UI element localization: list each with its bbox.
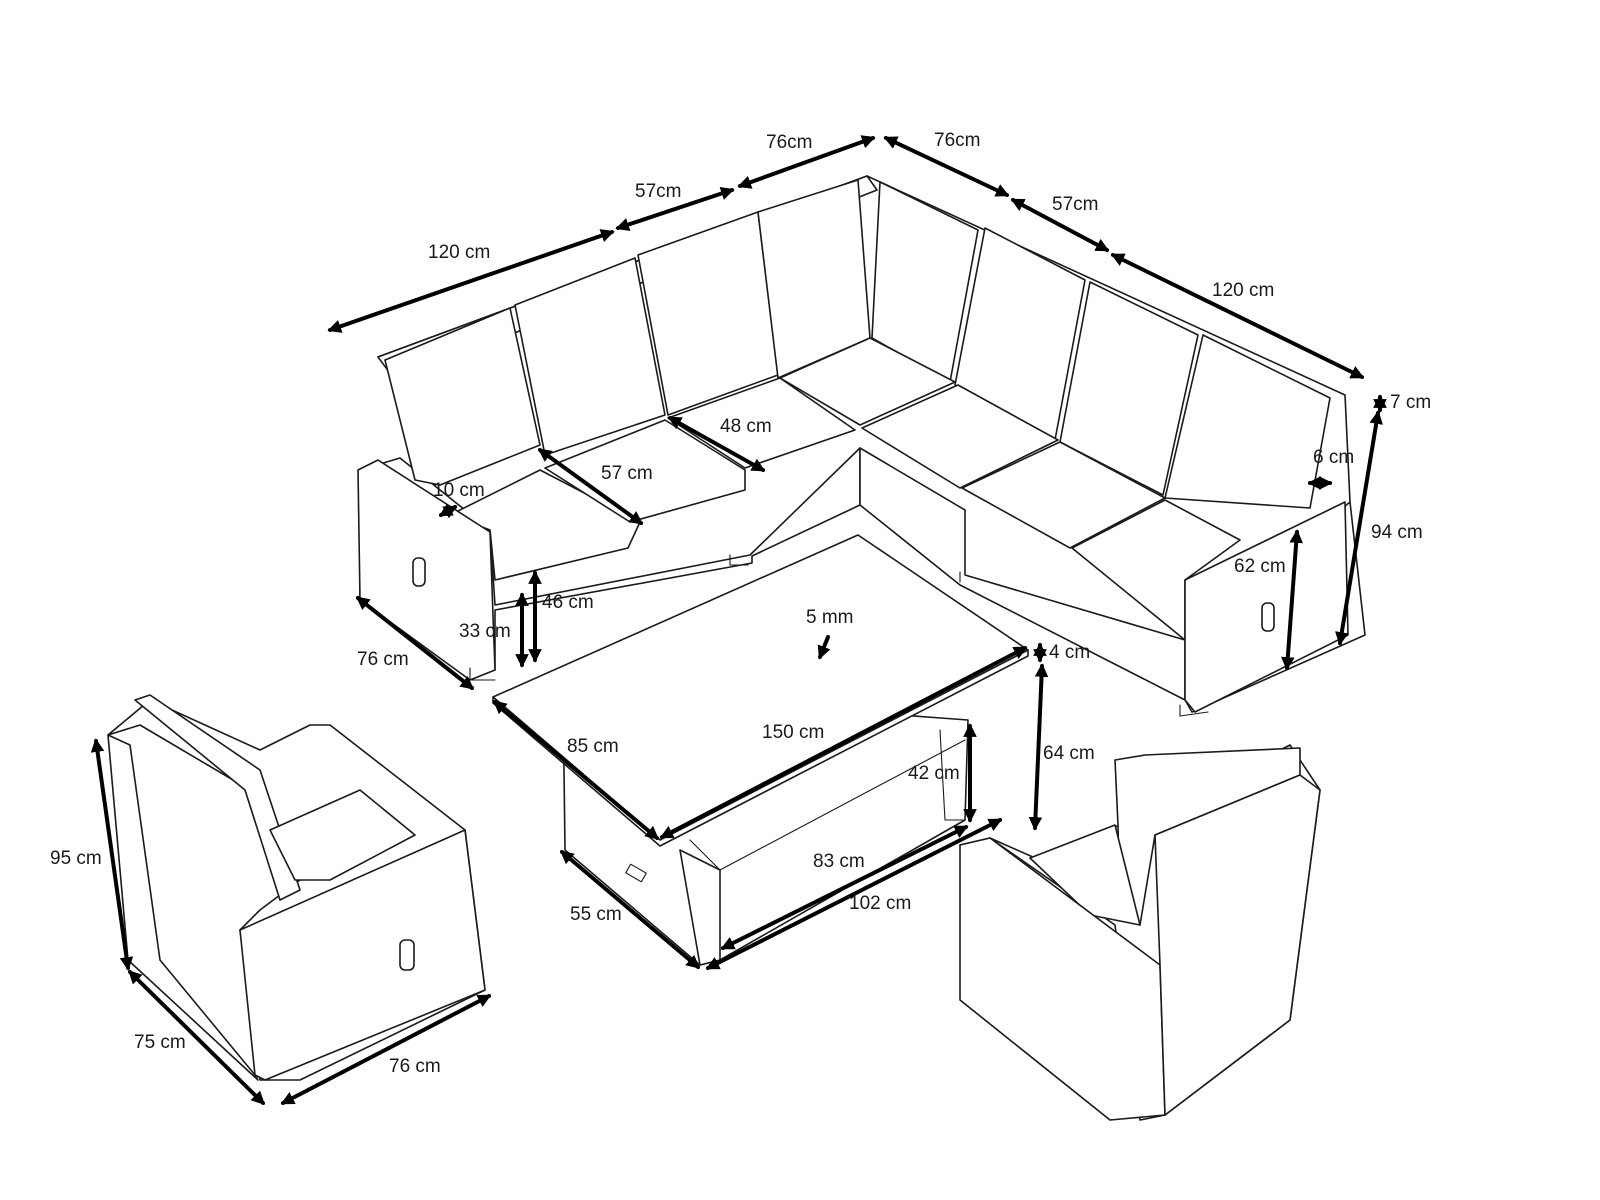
dim-arrow-sofa-left-total — [327, 229, 615, 333]
label-chair-width: 76 cm — [389, 1056, 441, 1077]
dim-arrow-sofa-height — [1335, 410, 1383, 646]
label-seat-base-height: 33 cm — [459, 621, 511, 642]
label-table-base-length: 83 cm — [813, 851, 865, 872]
sofa-foot — [1179, 704, 1209, 717]
label-table-length: 150 cm — [762, 722, 824, 743]
dim-arrow-sofa-left-middle — [615, 186, 735, 232]
recline-handle-left[interactable] — [412, 557, 426, 587]
recline-handle-right[interactable] — [1261, 602, 1275, 632]
dim-arrow-table-base-depth — [559, 850, 701, 969]
label-arm-width-left: 10 cm — [433, 480, 485, 501]
seat-cushion-corner — [779, 337, 956, 426]
label-arm-height-right: 62 cm — [1234, 556, 1286, 577]
armchair-left — [107, 694, 486, 1081]
dim-arrow-chair-width — [280, 994, 492, 1105]
dim-arrow-chair-depth — [128, 970, 265, 1105]
chair-left-recline-handle[interactable] — [399, 939, 415, 971]
label-glass-thickness: 5 mm — [806, 607, 854, 628]
dim-arrow-arm-width-left — [438, 503, 458, 519]
sofa-foot — [729, 554, 749, 566]
label-seat-width: 57 cm — [601, 463, 653, 484]
label-sofa-depth: 76 cm — [357, 649, 409, 670]
dim-arrow-table-length — [659, 646, 1028, 839]
label-seat-depth-corner: 48 cm — [720, 416, 772, 437]
label-table-depth: 85 cm — [567, 736, 619, 757]
seat-cushion-6 — [961, 441, 1166, 549]
label-chair-height: 95 cm — [50, 848, 102, 869]
label-chair-depth: 75 cm — [134, 1032, 186, 1053]
dim-arrow-seat-depth-corner — [667, 416, 766, 472]
label-sofa-left-corner: 76cm — [766, 132, 812, 153]
dim-arrow-seat-width — [537, 448, 644, 525]
label-sofa-right-total: 120 cm — [1212, 280, 1274, 301]
chair-right-seat-cushion — [1029, 824, 1141, 926]
seat-cushion-5 — [861, 384, 1059, 489]
label-sofa-right-corner: 76cm — [934, 130, 980, 151]
label-sofa-left-total: 120 cm — [428, 242, 490, 263]
seat-cushion-7 — [1071, 499, 1241, 641]
dim-arrow-sofa-right-total — [1110, 253, 1365, 379]
chair-left-seat-cushion — [269, 789, 416, 881]
dim-arrow-sofa-left-corner — [737, 135, 876, 189]
dim-arrow-table-frame-length — [705, 818, 1003, 970]
label-table-base-depth: 55 cm — [570, 904, 622, 925]
dim-arrow-arm-height-right — [1281, 529, 1303, 671]
dim-arrow-table-depth — [492, 700, 660, 840]
dimension-labels: 120 cm 57cm 76cm 76cm 57cm 120 cm 7 cm 9… — [50, 130, 1431, 1077]
label-table-height: 64 cm — [1043, 743, 1095, 764]
label-sofa-height: 94 cm — [1371, 522, 1423, 543]
label-sofa-right-middle: 57cm — [1052, 194, 1098, 215]
armchair-right — [959, 744, 1321, 1121]
chair-right-side — [1154, 774, 1321, 1116]
dim-arrow-sofa-right-corner — [883, 136, 1010, 197]
dim-arrow-table-height — [1028, 663, 1049, 831]
label-back-thickness: 7 cm — [1390, 392, 1431, 413]
dim-arrow-chair-height — [90, 738, 134, 971]
dim-arrow-sofa-right-middle — [1010, 198, 1110, 252]
dim-arrow-sofa-depth — [355, 596, 475, 690]
label-arm-width-right: 6 cm — [1313, 447, 1354, 468]
label-table-top-thickness: 4 cm — [1049, 642, 1090, 663]
label-table-lift-height: 42 cm — [908, 763, 960, 784]
chair-left-side — [107, 734, 259, 1081]
label-seat-height: 46 cm — [542, 592, 594, 613]
label-sofa-left-middle: 57cm — [635, 181, 681, 202]
label-table-frame-length: 102 cm — [849, 893, 911, 914]
chair-left-back-cushion — [134, 694, 301, 901]
dimension-arrows — [90, 135, 1387, 1105]
table-glass — [492, 649, 1029, 847]
